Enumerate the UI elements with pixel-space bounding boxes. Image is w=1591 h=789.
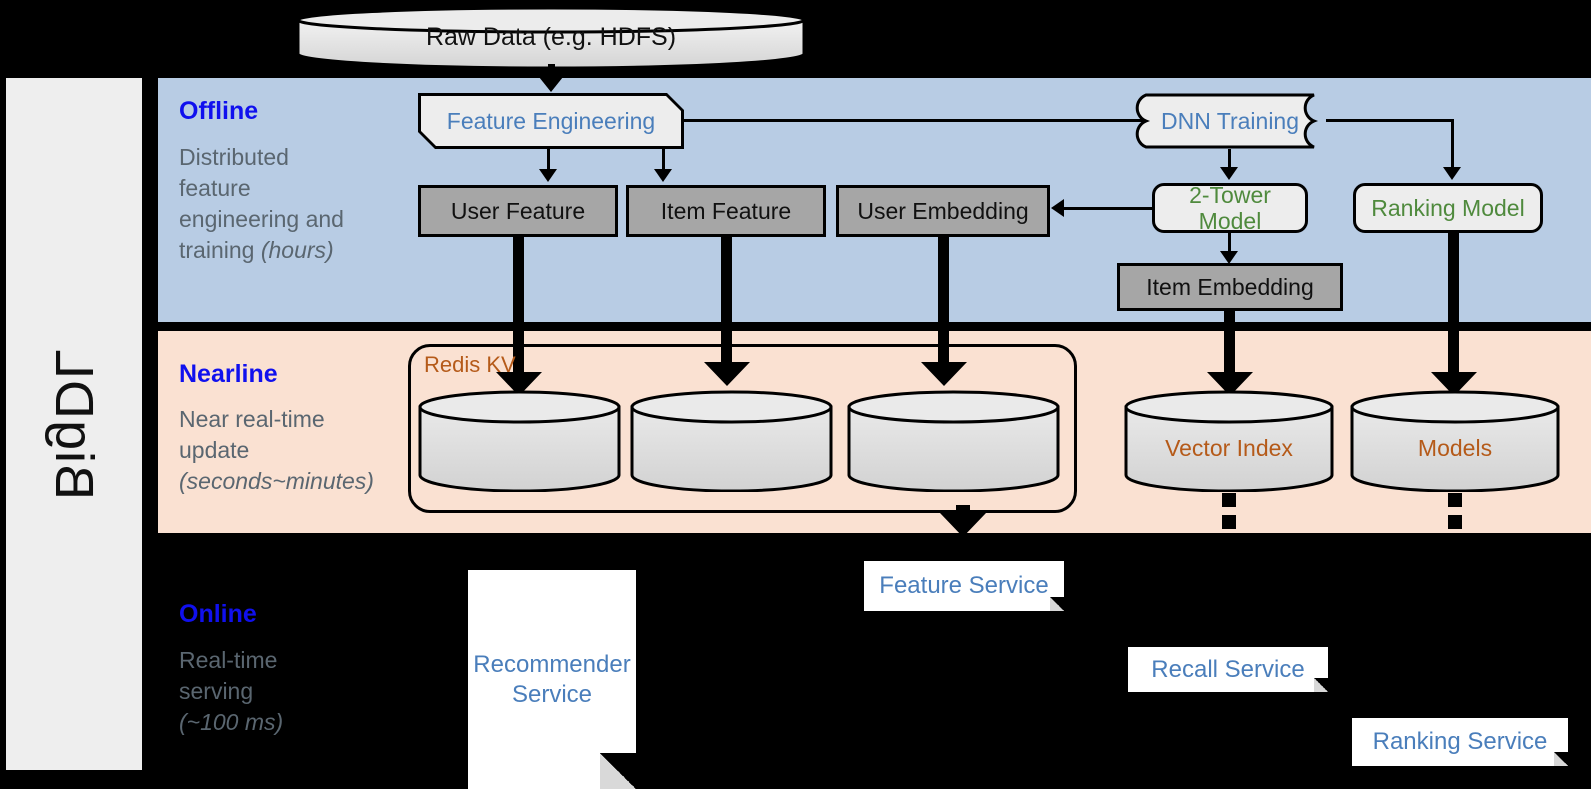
online-sub-italic: (~100 ms) (179, 709, 284, 735)
offline-sub-italic: (hours) (260, 237, 334, 263)
conn-dnn-2tower-arrow (1220, 167, 1238, 180)
conn-redis-featureservice-arrow (940, 513, 986, 537)
vector-index-connector-square-2 (1222, 515, 1236, 529)
recommender-service-doc[interactable]: Recommender Service (468, 570, 636, 789)
item-feature-store-cylinder[interactable] (630, 390, 833, 492)
recall-service-doc[interactable]: Recall Service (1128, 647, 1328, 692)
conn-fe-userfeature-line (547, 149, 550, 171)
redis-kv-label: Redis KV (424, 352, 516, 377)
feature-engineering-label: Feature Engineering (446, 107, 656, 134)
bigdl-label-wrap: BigDL (6, 78, 142, 770)
doc-fold-icon (1314, 678, 1328, 692)
offline-sub-4: training (179, 237, 261, 263)
bigdl-rail: BigDL (6, 78, 142, 770)
recommender-service-label-2: Service (511, 680, 593, 708)
vector-index-label: Vector Index (1165, 434, 1293, 461)
raw-data-cylinder: Raw Data (e.g. HDFS) (296, 6, 806, 68)
offline-title: Offline (179, 97, 259, 125)
ranking-service-doc[interactable]: Ranking Service (1352, 718, 1568, 766)
two-tower-model-label: 2-Tower Model (1189, 181, 1271, 234)
conn-fe-userfeature-arrow (539, 169, 557, 182)
item-embedding-label: Item Embedding (1146, 273, 1314, 300)
models-connector-square-1 (1448, 493, 1462, 507)
nearline-sub-2: update (179, 437, 250, 463)
conn-dnn-ranking-v (1451, 119, 1454, 169)
ranking-model-label: Ranking Model (1371, 194, 1525, 221)
conn-rawdata-fe-arrow (535, 72, 567, 92)
ranking-service-label: Ranking Service (1372, 728, 1548, 755)
conn-2tower-userembedding-arrow (1051, 199, 1064, 217)
redis-kv-container (408, 344, 1077, 513)
offline-sub-2: feature (179, 175, 251, 201)
doc-fold-icon (1050, 597, 1064, 611)
conn-fe-dnn-line (684, 119, 1150, 122)
doc-fold-icon (600, 753, 636, 789)
models-label: Models (1417, 434, 1493, 461)
conn-dnn-ranking-h (1326, 119, 1454, 122)
conn-userembedding-store (938, 237, 949, 377)
conn-itemfeature-store-arrow (704, 362, 750, 386)
dnn-training-node[interactable]: DNN Training (1132, 93, 1328, 149)
user-embedding-node[interactable]: User Embedding (836, 185, 1050, 237)
feature-engineering-inner: Feature Engineering (421, 96, 681, 146)
two-tower-model-node[interactable]: 2-Tower Model (1152, 181, 1308, 234)
conn-2tower-itememb-arrow (1220, 251, 1238, 264)
offline-sub-3: engineering and (179, 206, 344, 232)
conn-dnn-ranking-arrow (1443, 167, 1461, 180)
online-title: Online (179, 600, 257, 628)
online-sub-2: serving (179, 678, 254, 704)
online-sub-1: Real-time (179, 647, 278, 673)
item-embedding-node[interactable]: Item Embedding (1117, 263, 1343, 311)
conn-rankingmodel-models (1448, 233, 1459, 386)
feature-engineering-node[interactable]: Feature Engineering (418, 93, 684, 149)
user-embedding-label: User Embedding (857, 197, 1029, 224)
nearline-sub-italic: (seconds~minutes) (179, 468, 374, 494)
conn-fe-itemfeature-arrow (654, 169, 672, 182)
feature-service-label: Feature Service (879, 572, 1049, 599)
vector-index-cylinder[interactable]: Vector Index (1124, 390, 1334, 492)
conn-userfeature-store (513, 237, 524, 387)
item-feature-label: Item Feature (660, 197, 792, 224)
conn-dnn-2tower-line (1228, 149, 1231, 169)
models-cylinder[interactable]: Models (1350, 390, 1560, 492)
raw-data-label: Raw Data (e.g. HDFS) (425, 22, 677, 51)
nearline-sub-1: Near real-time (179, 406, 325, 432)
doc-fold-icon (1554, 752, 1568, 766)
user-feature-store-cylinder[interactable] (418, 390, 621, 492)
vector-index-connector-square-1 (1222, 493, 1236, 507)
item-feature-node[interactable]: Item Feature (626, 185, 826, 237)
nearline-title: Nearline (179, 360, 278, 388)
conn-2tower-itememb-line (1228, 233, 1231, 255)
bigdl-label: BigDL (44, 347, 104, 501)
user-feature-node[interactable]: User Feature (418, 185, 618, 237)
user-feature-label: User Feature (450, 197, 586, 224)
offline-sub-1: Distributed (179, 144, 289, 170)
recall-service-label: Recall Service (1151, 655, 1305, 683)
conn-fe-itemfeature-line (662, 149, 665, 171)
conn-itememb-vectorindex (1224, 311, 1235, 386)
dnn-training-label: DNN Training (1160, 107, 1300, 134)
conn-itemfeature-store (721, 237, 732, 377)
conn-2tower-userembedding-line (1064, 207, 1154, 210)
user-embedding-store-cylinder[interactable] (847, 390, 1060, 492)
ranking-model-node[interactable]: Ranking Model (1353, 183, 1543, 233)
conn-userembedding-store-arrow (921, 362, 967, 386)
recommender-service-label-1: Recommender (473, 650, 631, 678)
feature-service-doc[interactable]: Feature Service (864, 561, 1064, 611)
models-connector-square-2 (1448, 515, 1462, 529)
